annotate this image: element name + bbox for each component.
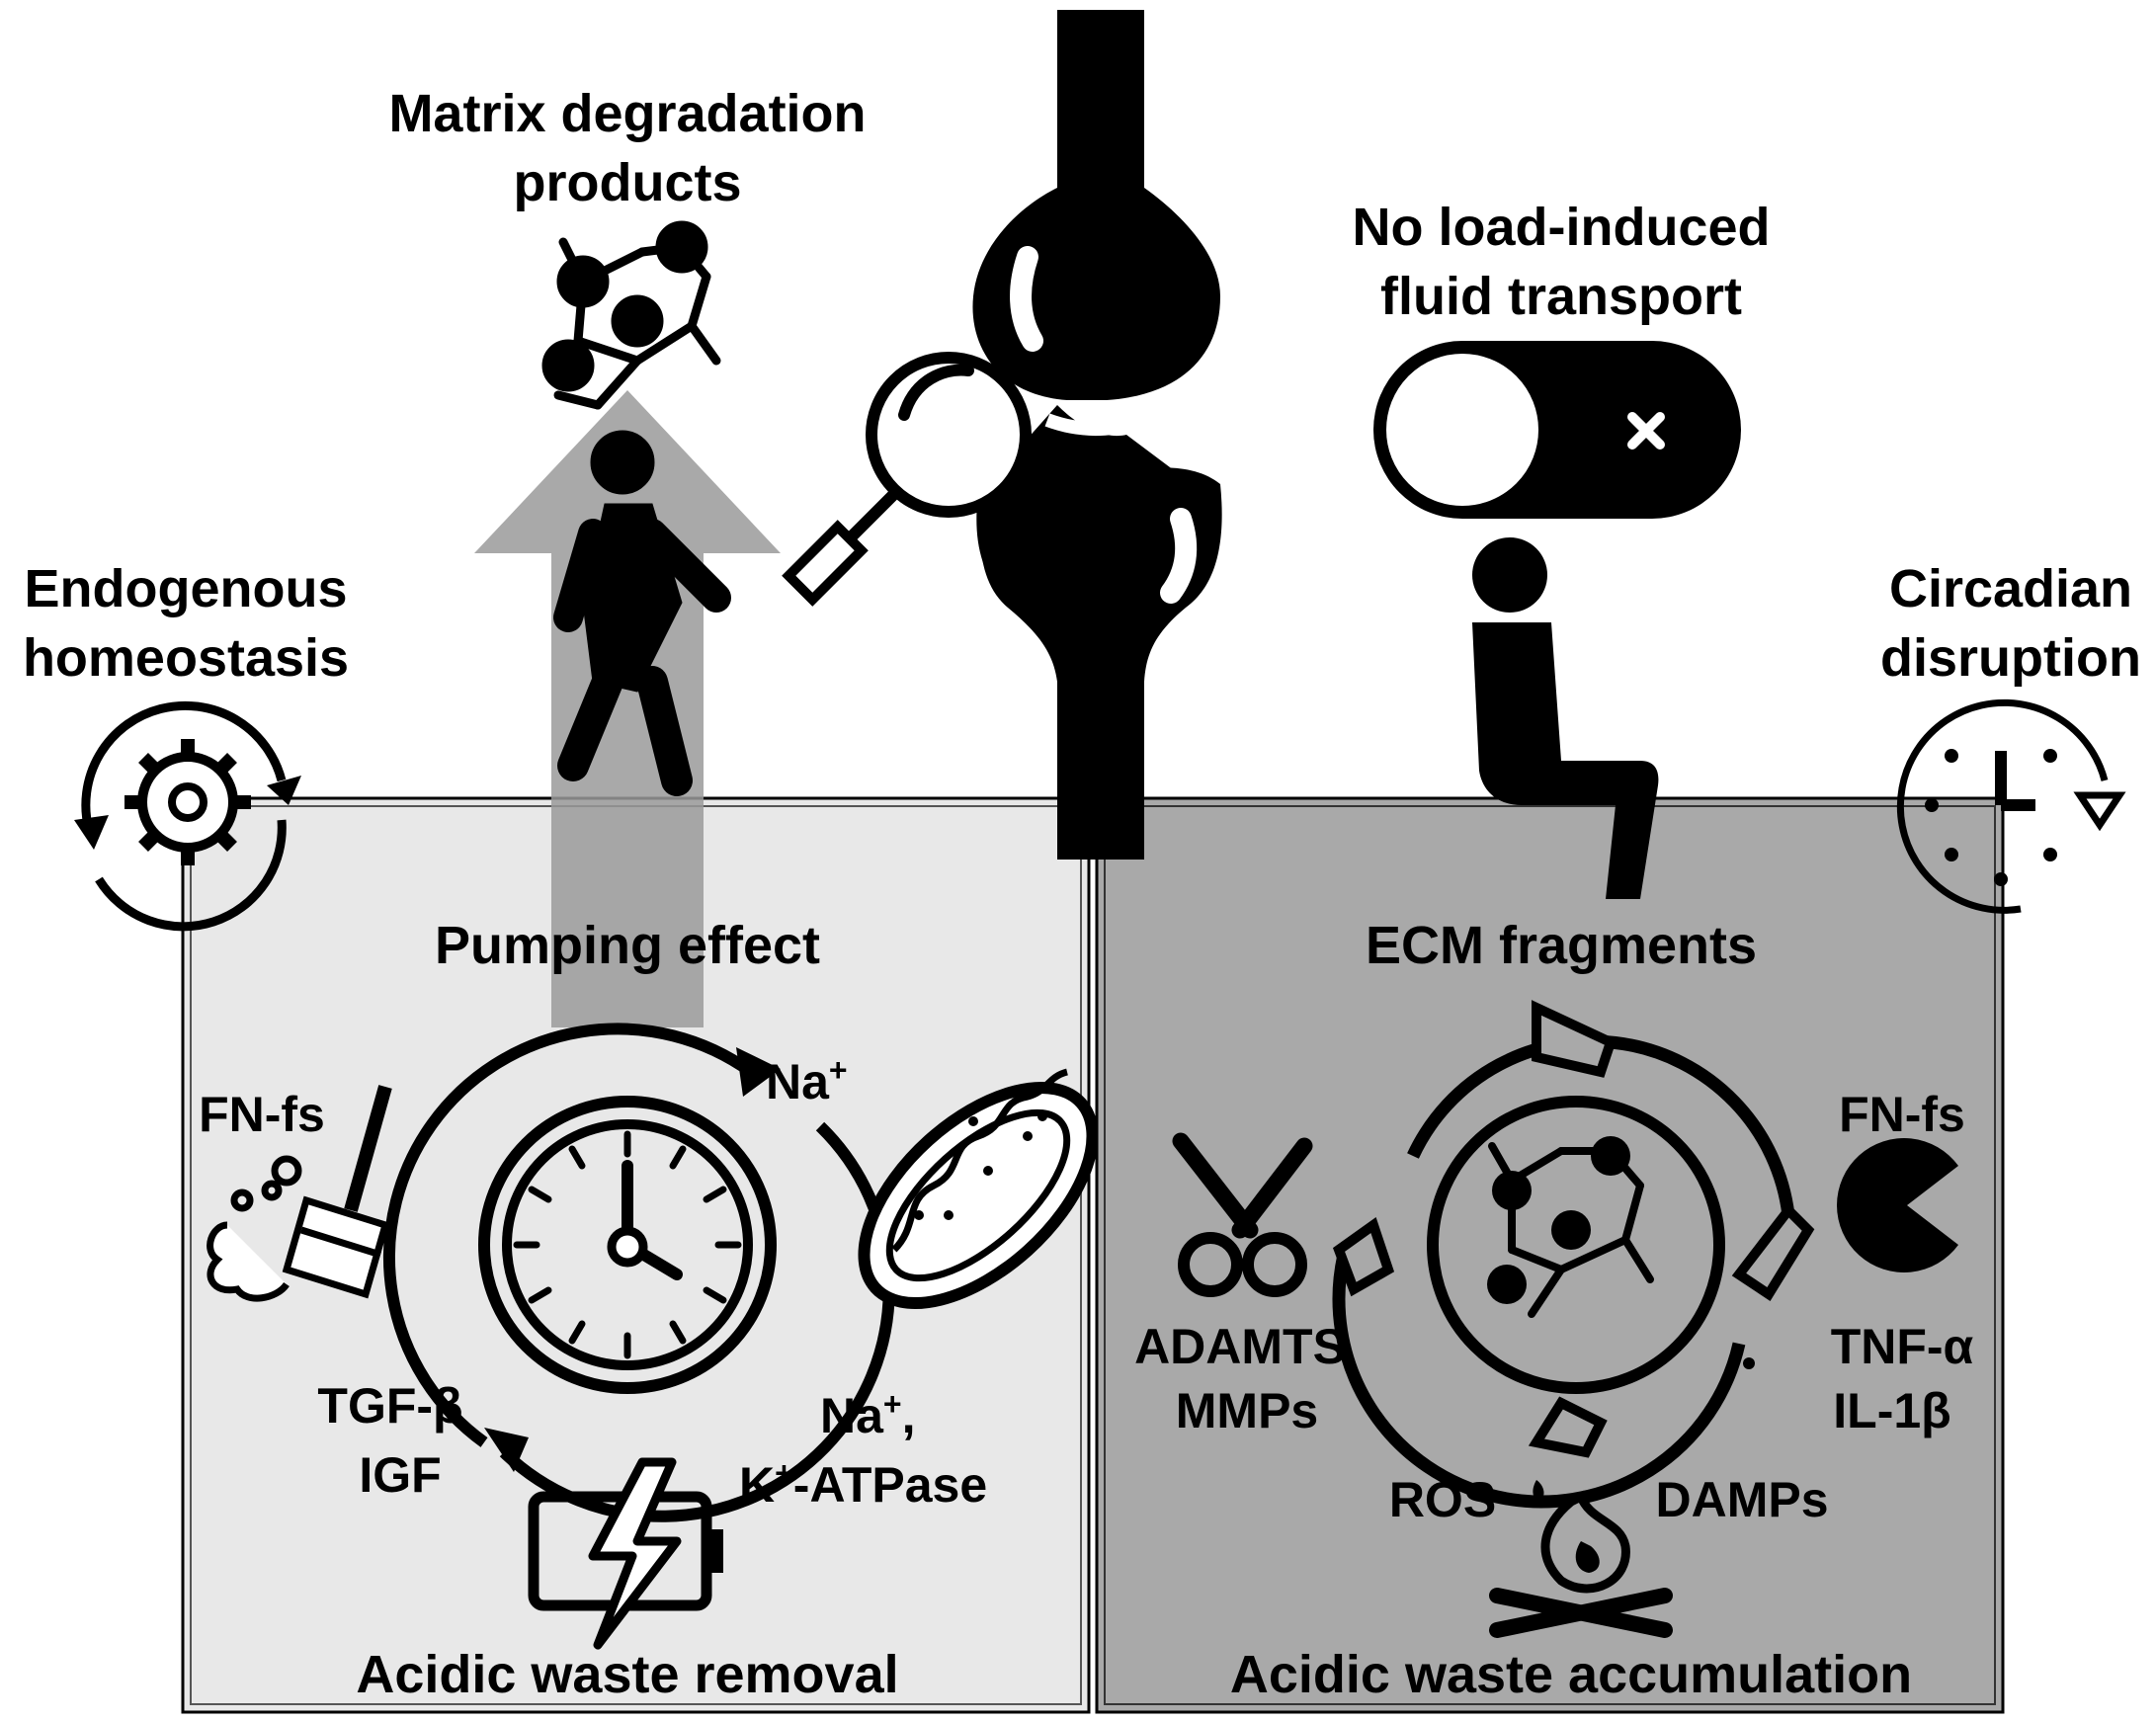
broom-icon — [207, 1085, 392, 1302]
toggle-off-icon — [1373, 341, 1741, 519]
fn-fs-right-label: FN-fs — [1839, 1087, 1965, 1142]
mitochondrion-icon — [858, 1068, 1099, 1310]
circadian-clock-icon — [1896, 698, 2126, 914]
no-load-title-line2: fluid transport — [1380, 267, 1742, 326]
acidic-waste-accumulation-label: Acidic waste accumulation — [1230, 1645, 1912, 1704]
fn-fs-left-label: FN-fs — [199, 1087, 325, 1142]
scissors-icon — [1172, 1132, 1313, 1297]
vicious-cycle — [1332, 1000, 1815, 1509]
clock-icon — [478, 1096, 777, 1394]
matrix-degradation-title: Matrix degradation — [388, 84, 866, 143]
pumping-effect-label: Pumping effect — [435, 916, 820, 975]
molecule-icon — [1487, 1136, 1654, 1318]
tgf-beta-label: TGF-β — [317, 1378, 462, 1434]
atpase-label-line2: K+-ATPase — [739, 1455, 987, 1513]
seated-person-icon — [1472, 537, 1659, 899]
adamts-label: ADAMTS — [1134, 1319, 1346, 1374]
close-icon — [1627, 412, 1665, 450]
campfire-icon — [1489, 1480, 1673, 1638]
atpase-label: Na+, — [820, 1386, 916, 1443]
knee-joint-icon — [972, 10, 1222, 860]
damps-label: DAMPs — [1655, 1472, 1828, 1527]
walking-person-icon — [553, 430, 731, 796]
battery-charging-icon — [528, 1457, 723, 1650]
pumping-up-arrow — [474, 390, 781, 1027]
na-ion-label: Na+ — [766, 1052, 848, 1109]
clock-cycle — [383, 1023, 895, 1522]
acidic-waste-removal-label: Acidic waste removal — [356, 1645, 898, 1704]
ecm-fragments-label: ECM fragments — [1366, 916, 1757, 975]
circadian-title-line2: disruption — [1880, 628, 2141, 688]
ros-label: ROS — [1389, 1472, 1496, 1527]
no-load-title: No load-induced — [1353, 198, 1771, 257]
il-1beta-label: IL-1β — [1833, 1383, 1950, 1438]
endogenous-title: Endogenous — [25, 559, 348, 618]
mmps-label: MMPs — [1176, 1383, 1318, 1438]
pacman-icon — [1837, 1138, 1958, 1272]
molecule-icon — [541, 220, 721, 410]
circadian-title: Circadian — [1889, 559, 2132, 618]
matrix-degradation-title-line2: products — [513, 153, 741, 212]
homeostasis-gear-icon — [74, 700, 301, 932]
igf-label: IGF — [359, 1447, 441, 1503]
tnf-alpha-label: TNF-α — [1831, 1319, 1974, 1374]
endogenous-title-line2: homeostasis — [23, 628, 349, 688]
magnifier-icon — [782, 352, 1032, 607]
